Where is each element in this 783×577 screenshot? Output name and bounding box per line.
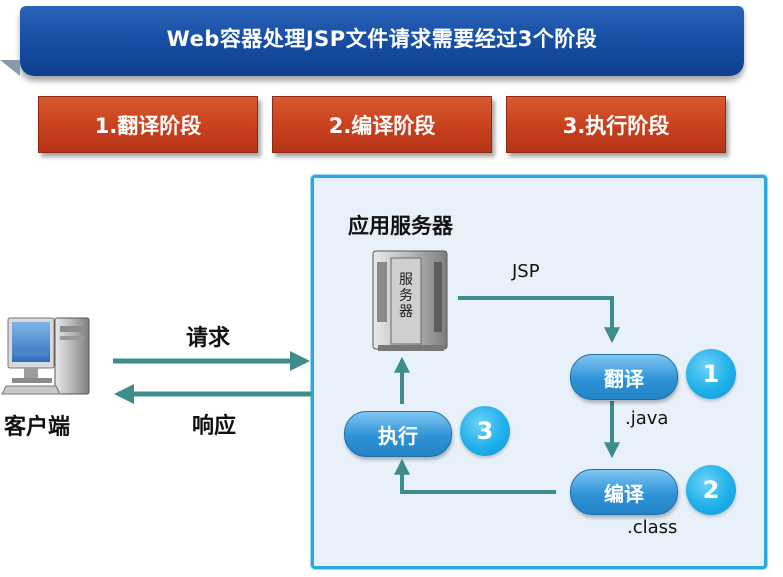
response-label: 响应: [192, 414, 237, 439]
request-label: 请求: [186, 326, 231, 351]
java-label: .java: [625, 408, 669, 429]
title-banner: Web容器处理JSP文件请求需要经过3个阶段: [0, 6, 744, 76]
execute-step-pill: 执行: [344, 411, 452, 457]
jsp-label: JSP: [512, 261, 540, 282]
translate-step-pill: 翻译: [570, 354, 678, 400]
stage-translate: 1.翻译阶段: [38, 96, 258, 153]
server-tower-icon: [372, 250, 448, 351]
stage-compile: 2.编译阶段: [272, 96, 492, 153]
server-box-label: 服 务 器: [399, 272, 413, 320]
client-computer-icon: [1, 317, 90, 395]
execute-step-number: 3: [460, 406, 510, 456]
client-label: 客户端: [4, 415, 71, 440]
compile-step-number: 2: [686, 465, 736, 515]
class-label: .class: [627, 517, 678, 538]
stage-execute: 3.执行阶段: [506, 96, 726, 153]
compile-step-pill: 编译: [570, 469, 678, 515]
translate-step-number: 1: [686, 349, 736, 399]
class-arrow: [394, 458, 556, 494]
page-title: Web容器处理JSP文件请求需要经过3个阶段: [166, 27, 598, 51]
jsp-arrow: [458, 296, 620, 344]
app-server-label: 应用服务器: [348, 214, 453, 238]
